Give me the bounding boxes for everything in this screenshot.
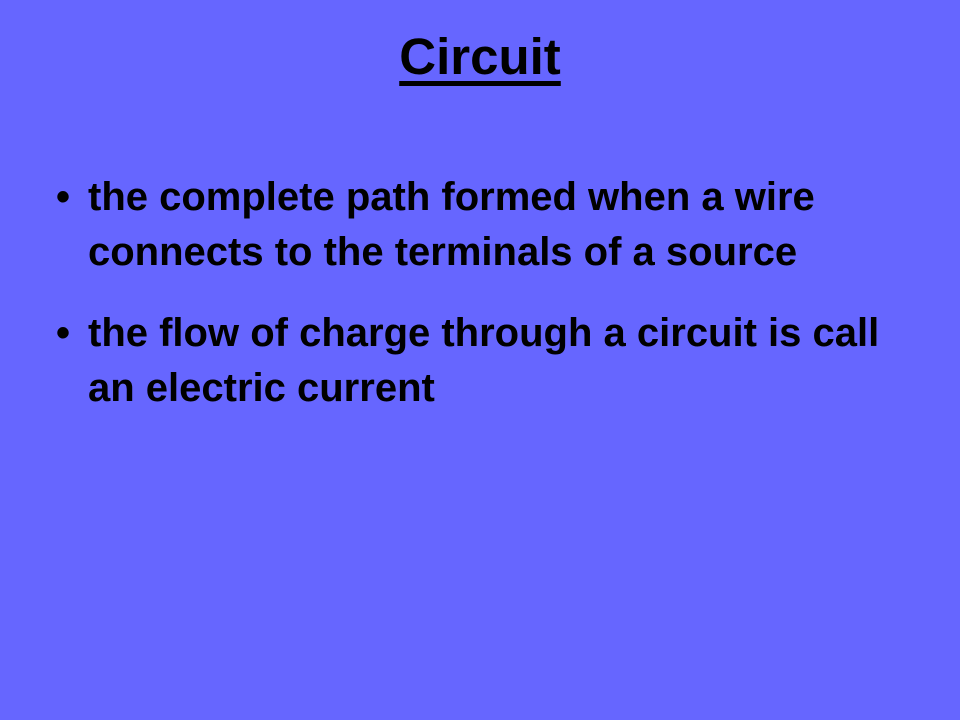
bullet-item: • the flow of charge through a circuit i…	[56, 306, 916, 416]
bullet-text: the complete path formed when a wire con…	[88, 175, 815, 274]
slide-title-text: Circuit	[399, 28, 561, 85]
bullet-icon: •	[56, 311, 71, 355]
slide-title: Circuit	[0, 22, 960, 92]
bullet-text: the flow of charge through a circuit is …	[88, 311, 880, 410]
bullet-list: • the complete path formed when a wire c…	[56, 170, 916, 442]
bullet-icon: •	[56, 175, 71, 219]
bullet-item: • the complete path formed when a wire c…	[56, 170, 916, 280]
